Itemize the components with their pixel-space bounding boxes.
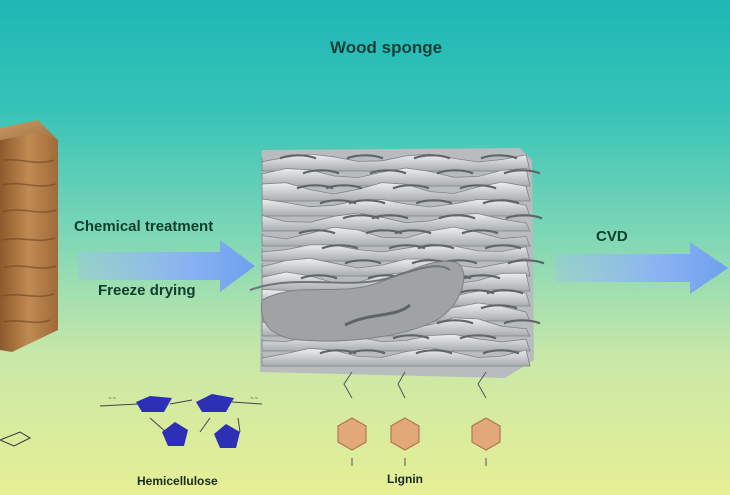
sponge-pore (296, 184, 497, 190)
hemicellulose-ring (214, 424, 240, 448)
diagram-title: Wood sponge (330, 38, 443, 57)
sponge-layer (261, 347, 531, 367)
sponge-layer (261, 181, 531, 202)
wood-sponge (249, 148, 545, 378)
hemicellulose-ring (162, 422, 188, 446)
sponge-pore (321, 244, 522, 250)
svg-text:~~: ~~ (250, 396, 258, 402)
sponge-layer (261, 167, 531, 187)
sponge-layer (261, 212, 531, 232)
hemicellulose-label: Hemicellulose (137, 474, 218, 488)
sponge-pore (342, 214, 543, 220)
sponge-pore (344, 259, 545, 265)
hemicellulose-ring (196, 394, 234, 412)
lignin-label: Lignin (387, 472, 423, 486)
sponge-pore (300, 274, 501, 280)
lignin-ring (471, 417, 501, 451)
lignin-ring (337, 417, 367, 451)
sponge-pore (319, 349, 520, 355)
sponge-pore (302, 169, 541, 175)
sponge-pore (298, 229, 499, 235)
cvd-label: CVD (596, 228, 628, 245)
wood-block (0, 120, 58, 352)
process-arrow-2 (555, 242, 728, 294)
process-arrow-1 (78, 240, 255, 292)
chemical-treatment-label: Chemical treatment (74, 218, 214, 235)
lignin-structure (337, 371, 501, 466)
sponge-layer (261, 198, 531, 217)
sponge-pore (279, 154, 518, 160)
hemicellulose-structure: ~~ ~~ (99, 394, 263, 448)
lignin-ring (390, 417, 420, 451)
freeze-drying-label: Freeze drying (98, 282, 196, 299)
hemicellulose-ring (136, 396, 172, 412)
sponge-pore (319, 199, 520, 205)
cellulose-sketch (0, 431, 32, 447)
svg-text:~~: ~~ (108, 396, 116, 402)
